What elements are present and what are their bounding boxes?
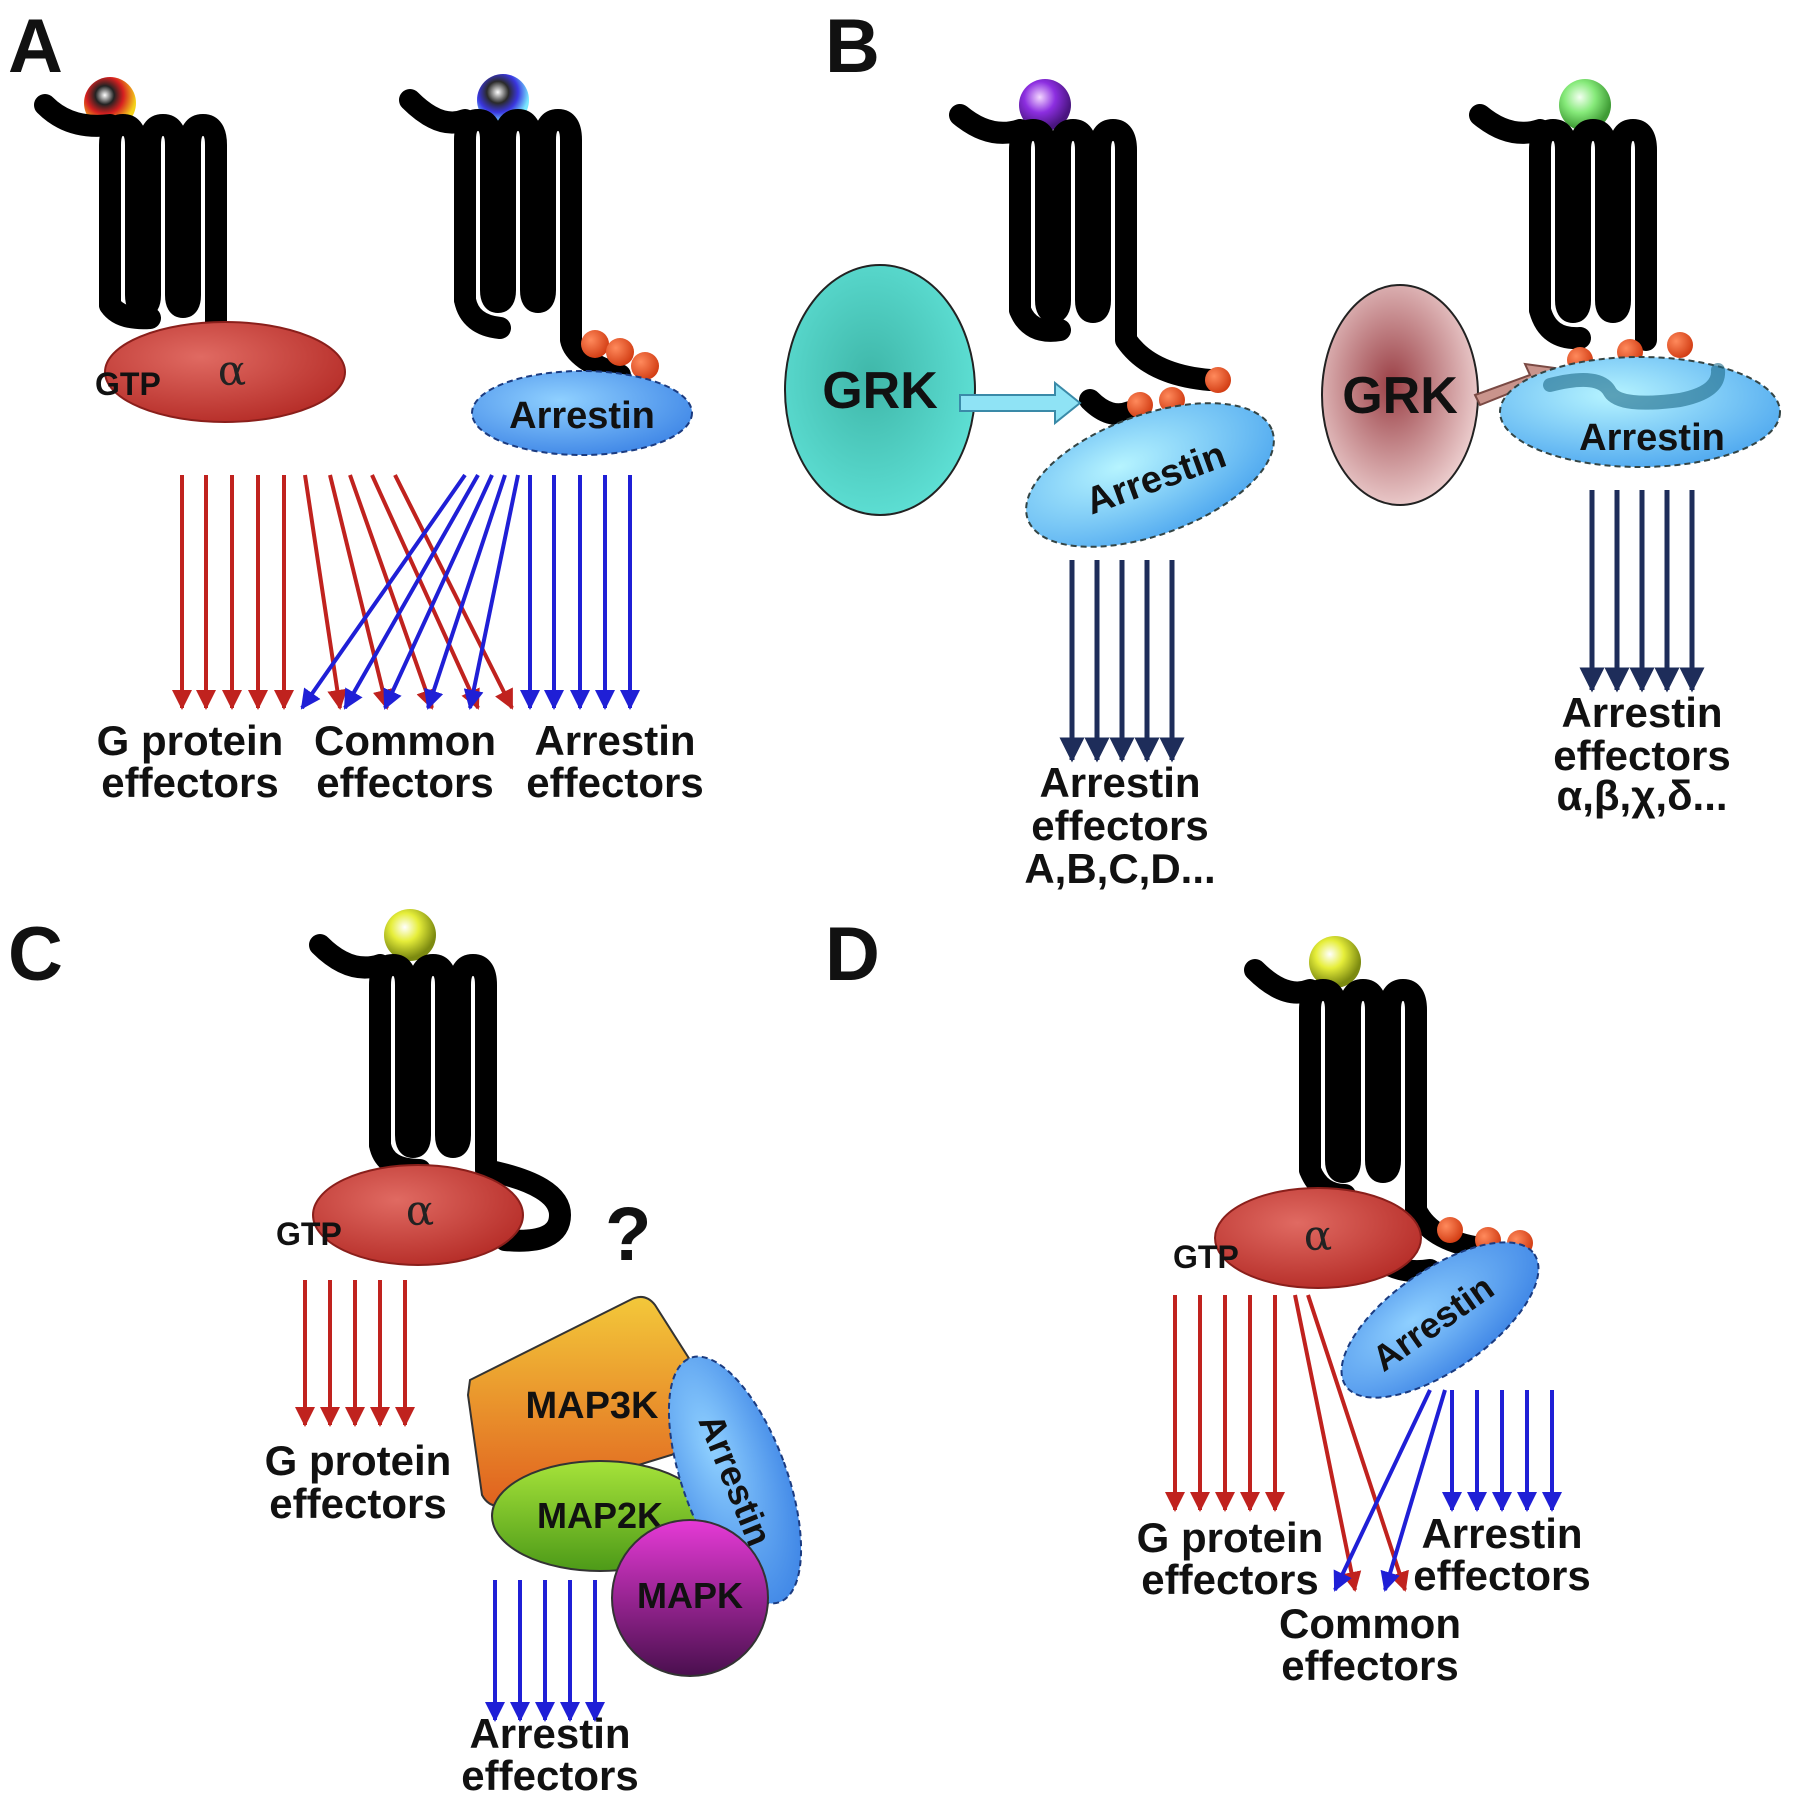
effector-label-d-arrestin-1: Arrestin — [1421, 1510, 1582, 1557]
map3k-label: MAP3K — [525, 1385, 659, 1427]
effector-label-common-2: effectors — [316, 759, 493, 806]
mapk-shape — [611, 1519, 769, 1677]
ligand-ball-icon — [384, 909, 436, 961]
phosphate-icon — [631, 352, 659, 380]
panel-b-letter: B — [825, 4, 880, 89]
phosphate-icon — [1667, 332, 1693, 358]
effector-label-c-gprotein-2: effectors — [269, 1480, 446, 1527]
effector-label-b-left-3: A,B,C,D... — [1024, 845, 1215, 892]
panel-a-letter: A — [8, 4, 63, 89]
arrestin-ellipse — [1340, 1241, 1540, 1399]
panel-b: B GRK Arrestin Arrestin effectors A,B,C, — [784, 4, 1781, 892]
mapk-label: MAPK — [637, 1575, 743, 1616]
effector-label-d-arrestin-2: effectors — [1413, 1552, 1590, 1599]
arrows-b-left — [1059, 560, 1185, 763]
alpha-label: α — [218, 346, 246, 395]
effector-label-d-gprotein-2: effectors — [1141, 1556, 1318, 1603]
ligand-ball-icon — [1559, 79, 1611, 131]
g-alpha-subunit — [312, 1164, 524, 1266]
map2k-label: MAP2K — [537, 1495, 663, 1536]
arrestin-ellipse — [1025, 402, 1275, 548]
effector-label-b-left-2: effectors — [1031, 802, 1208, 849]
gtp-label: GTP — [1173, 1239, 1239, 1275]
grk-ellipse-left — [784, 264, 976, 516]
phosphate-icon — [1205, 367, 1231, 393]
effector-label-arrestin-2: effectors — [526, 759, 703, 806]
arrows-c-gprotein — [295, 1280, 415, 1427]
g-alpha-subunit — [1214, 1187, 1422, 1289]
effector-label-b-right-1: Arrestin — [1561, 689, 1722, 736]
effector-label-c-arrestin-2: effectors — [461, 1752, 638, 1799]
gtp-label: GTP — [95, 366, 161, 402]
effector-label-c-arrestin-1: Arrestin — [469, 1710, 630, 1757]
effector-label-common-1: Common — [314, 717, 496, 764]
effector-label-c-gprotein-1: G protein — [265, 1437, 452, 1484]
arrows-c-arrestin — [485, 1580, 605, 1722]
effector-label-d-common-2: effectors — [1281, 1642, 1458, 1689]
effector-label-d-gprotein-1: G protein — [1137, 1514, 1324, 1561]
effector-label-b-right-2: effectors — [1553, 732, 1730, 779]
arrestin-label: Arrestin — [509, 395, 655, 437]
alpha-label: α — [1304, 1211, 1332, 1260]
ligand-ball-icon — [1019, 79, 1071, 131]
question-mark: ? — [605, 1192, 651, 1277]
panel-a: A α GTP Arrestin — [8, 4, 704, 806]
arrows-b-right — [1579, 490, 1705, 693]
effector-label-b-left-1: Arrestin — [1039, 759, 1200, 806]
arrows-d — [1165, 1294, 1562, 1592]
phosphate-icon — [581, 330, 609, 358]
receptor-b-left — [949, 79, 1231, 426]
grk-label-right: GRK — [1342, 367, 1458, 425]
gtp-label: GTP — [276, 1216, 342, 1252]
phosphate-icon — [606, 338, 634, 366]
panel-d-letter: D — [825, 912, 880, 997]
phosphate-icon — [1437, 1217, 1463, 1243]
effector-label-gprotein-2: effectors — [101, 759, 278, 806]
effector-label-d-common-1: Common — [1279, 1600, 1461, 1647]
alpha-label: α — [406, 1186, 434, 1235]
effector-label-gprotein-1: G protein — [97, 717, 284, 764]
effector-label-b-right-3: α,β,χ,δ... — [1556, 772, 1727, 819]
panel-c: C α GTP ? G protein effectors MAP3K MAP2… — [8, 909, 803, 1799]
phosphorylation-arrow-icon — [959, 380, 1082, 426]
receptor-a-right — [399, 74, 659, 386]
arrestin-label: Arrestin — [1579, 417, 1725, 459]
panel-c-letter: C — [8, 912, 63, 997]
effector-label-arrestin-1: Arrestin — [534, 717, 695, 764]
arrows-a — [172, 473, 640, 710]
receptor-b-right — [1469, 79, 1693, 373]
panel-d: D α GTP Arrestin — [825, 912, 1591, 1689]
arrestin-ellipse — [667, 1355, 803, 1605]
phosphate-icon — [1127, 392, 1153, 418]
ligand-ball-icon — [1309, 936, 1361, 988]
arrestin-ellipse — [471, 370, 693, 456]
g-alpha-subunit — [104, 321, 346, 423]
grk-label-left: GRK — [822, 362, 938, 420]
